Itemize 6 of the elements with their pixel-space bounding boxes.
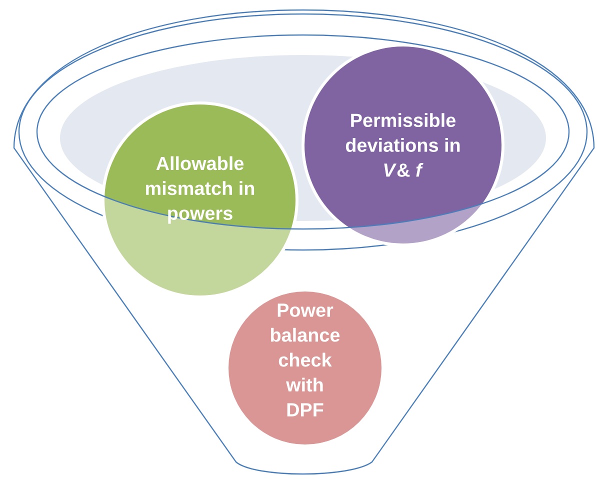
- circle: [226, 288, 384, 448]
- circle-label: Permissible deviations in V& f: [346, 113, 460, 177]
- circle-label: Power balance check with DPF: [271, 304, 340, 416]
- circle-label: Allowable mismatch in powers: [146, 156, 254, 224]
- circle: [102, 102, 298, 298]
- circle: [302, 44, 504, 246]
